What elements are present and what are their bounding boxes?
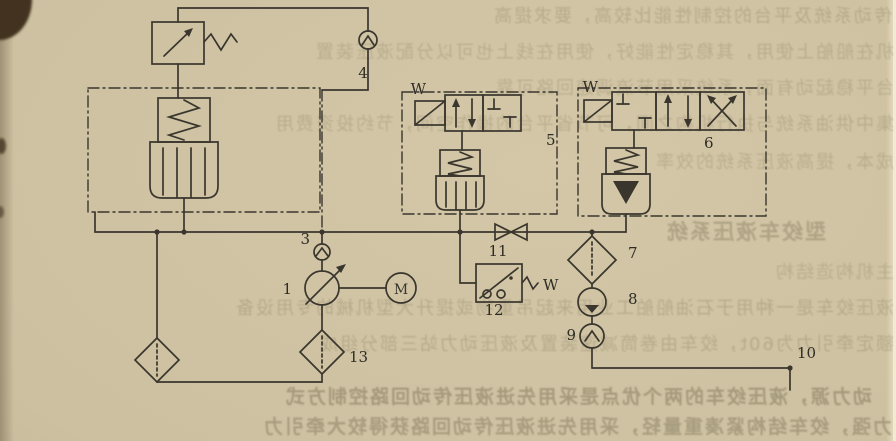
junction-dot <box>787 365 793 371</box>
ink-stain-left-edge <box>0 138 6 154</box>
relief-valve-cartridge <box>149 97 219 233</box>
label-w-valve6: W <box>583 78 599 96</box>
hand-pump-8 <box>577 287 607 325</box>
shutoff-valve-11 <box>494 222 528 242</box>
spring-icon <box>447 151 475 177</box>
tank-strainer-left <box>133 231 181 384</box>
label-4: 4 <box>358 64 368 82</box>
check-valve-3 <box>313 231 331 272</box>
label-6: 6 <box>704 134 714 152</box>
pilot-valve-5 <box>435 149 485 233</box>
spring-icon <box>521 275 539 291</box>
enclosure-middle <box>401 91 558 215</box>
ink-stain-left-edge-2 <box>0 206 4 218</box>
label-w-switch12: W <box>543 276 559 294</box>
solenoid-valve-6 <box>583 91 745 149</box>
enclosure-left <box>87 87 321 213</box>
filter-7 <box>566 231 618 289</box>
label-13: 13 <box>349 348 368 366</box>
pilot-relief-valve <box>151 7 369 99</box>
label-9: 9 <box>566 326 576 344</box>
label-3: 3 <box>300 230 310 248</box>
suction-filter-13 <box>298 304 346 383</box>
arrow-head <box>336 264 346 273</box>
component-labels: 1 3 4 5 6 7 8 9 10 11 12 13 W W W <box>282 64 816 366</box>
label-w-valve5: W <box>411 80 427 98</box>
spring-icon <box>613 149 641 175</box>
solenoid-icon <box>414 100 446 126</box>
pilot-line <box>177 7 369 32</box>
cone-poppet-icon <box>613 181 639 204</box>
label-1: 1 <box>282 280 292 298</box>
electric-motor: M <box>385 272 417 304</box>
return-line-10 <box>591 365 793 391</box>
pilot-valve-6 <box>591 147 651 233</box>
arrow-head <box>184 28 193 37</box>
label-5: 5 <box>546 131 556 149</box>
motor-label: M <box>394 282 408 298</box>
label-8: 8 <box>628 290 638 308</box>
label-10: 10 <box>797 344 816 362</box>
spring-icon <box>203 32 238 52</box>
label-12: 12 <box>484 301 503 319</box>
label-11: 11 <box>488 242 507 260</box>
solenoid-valve-5 <box>414 94 522 151</box>
pressure-switch-12 <box>459 231 539 303</box>
main-pressure-line <box>94 211 595 235</box>
label-7: 7 <box>628 244 638 262</box>
hydraulic-pump-1 <box>304 264 387 306</box>
enclosure-right <box>577 87 767 217</box>
check-valve-9 <box>579 323 605 369</box>
spring-icon <box>166 99 202 141</box>
solenoid-icon <box>583 99 613 123</box>
page-edge-highlight <box>893 0 896 441</box>
junction-dot <box>181 229 187 235</box>
check-valve-4 <box>321 30 378 91</box>
